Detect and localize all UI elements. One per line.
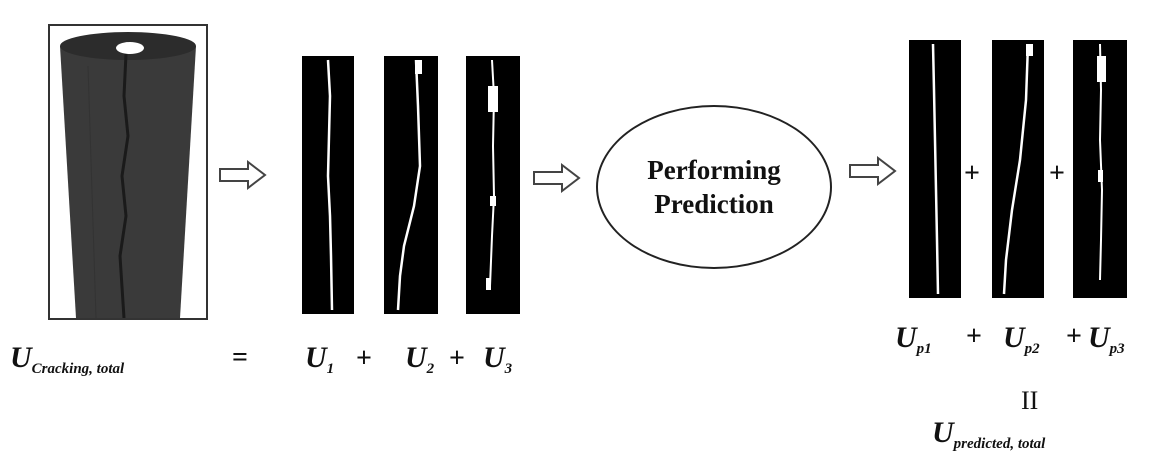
- total-cracking-subscript: Cracking, total: [31, 361, 125, 377]
- component-strip-u1: [302, 56, 354, 314]
- cylinder-sample-graphic: [50, 26, 206, 319]
- total-predicted-label: Upredicted, total: [932, 418, 1045, 452]
- plus-sign: +: [449, 343, 465, 374]
- performing-prediction-node: Performing Prediction: [596, 105, 832, 269]
- equals-sign: =: [232, 342, 248, 373]
- component-label-u2: U2: [405, 341, 435, 377]
- component-label-u1: U1: [305, 341, 335, 377]
- total-cracking-label: UCracking, total: [10, 343, 124, 377]
- predicted-label-up1: Up1: [895, 321, 932, 357]
- plus-sign: +: [964, 158, 980, 189]
- predicted-label-up2: Up2: [1003, 321, 1040, 357]
- predicted-strip-up2: [992, 40, 1044, 298]
- total-cracking-symbol: U: [10, 341, 32, 374]
- process-line-2: Prediction: [654, 189, 774, 219]
- cracked-sample-image: [48, 24, 208, 320]
- process-line-1: Performing: [647, 155, 781, 185]
- right-arrow-icon: [849, 156, 897, 186]
- predicted-strip-up3: [1073, 40, 1127, 298]
- plus-sign: +: [356, 343, 372, 374]
- total-predicted-symbol: U: [932, 416, 954, 449]
- plus-sign: +: [966, 321, 982, 352]
- vertical-equals-sign: II: [1021, 386, 1039, 415]
- predicted-label-up3: Up3: [1088, 321, 1125, 357]
- total-predicted-subscript: predicted, total: [953, 436, 1046, 452]
- right-arrow-icon: [219, 160, 267, 190]
- plus-sign: +: [1049, 158, 1065, 189]
- right-arrow-icon: [533, 163, 581, 193]
- component-strip-u3: [466, 56, 520, 314]
- predicted-strip-up1: [909, 40, 961, 298]
- plus-sign: +: [1066, 321, 1082, 352]
- component-strip-u2: [384, 56, 438, 314]
- component-label-u3: U3: [483, 341, 513, 377]
